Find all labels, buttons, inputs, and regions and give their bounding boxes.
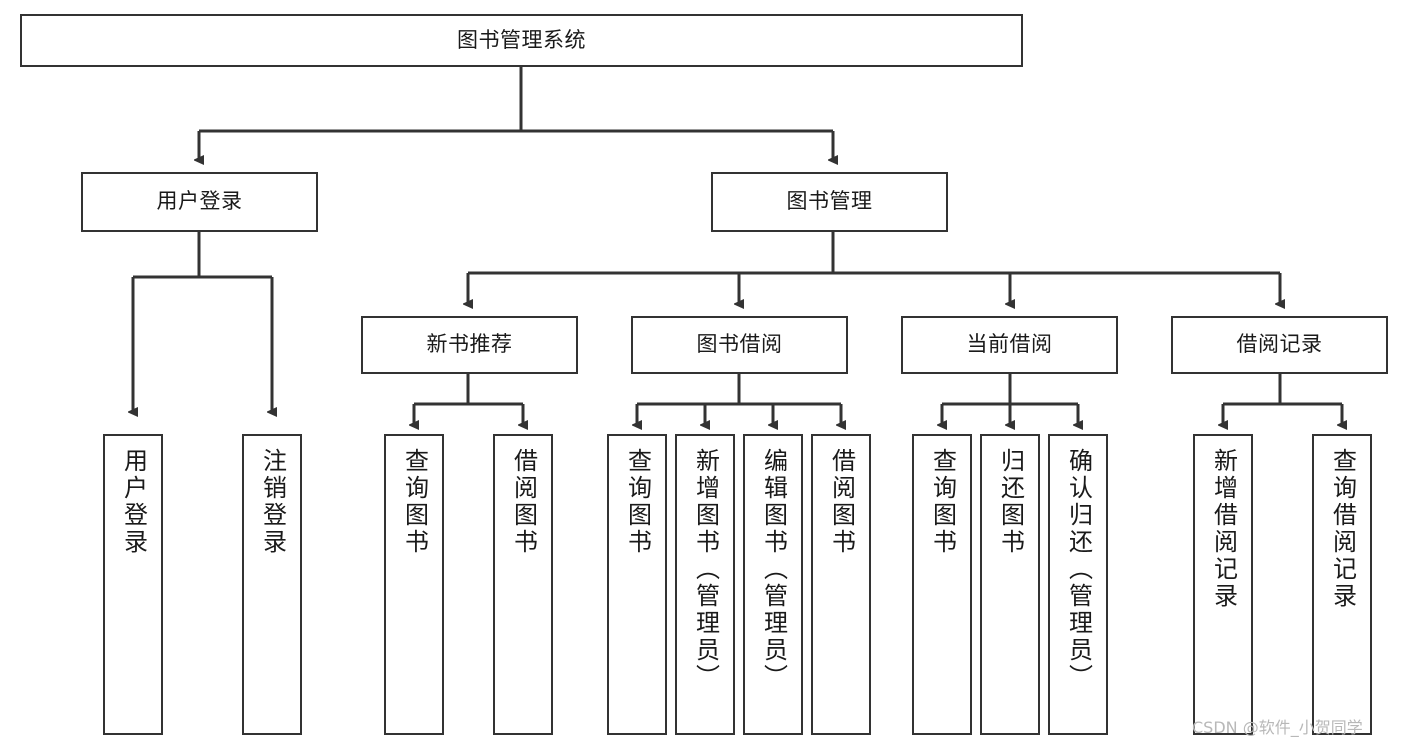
node-leaf-add-record[interactable]: 新增借阅记录: [1193, 434, 1253, 735]
node-current-borrow[interactable]: 当前借阅: [901, 316, 1118, 374]
node-root-label: 图书管理系统: [457, 27, 586, 52]
node-leaf-query-book-b-label: 查询图书: [623, 448, 652, 556]
node-user-login-label: 用户登录: [156, 189, 243, 214]
node-leaf-query-book-c[interactable]: 查询图书: [912, 434, 972, 735]
node-leaf-borrow-book-a-label: 借阅图书: [509, 448, 538, 556]
node-leaf-query-book-c-label: 查询图书: [928, 448, 957, 556]
node-leaf-add-book-label: 新增图书（管理员）: [691, 448, 720, 691]
node-leaf-query-book-a[interactable]: 查询图书: [384, 434, 444, 735]
node-new-book-recommend-label: 新书推荐: [426, 332, 513, 357]
node-new-book-recommend[interactable]: 新书推荐: [361, 316, 578, 374]
node-leaf-edit-book[interactable]: 编辑图书（管理员）: [743, 434, 803, 735]
node-leaf-logout[interactable]: 注销登录: [242, 434, 302, 735]
node-book-manage[interactable]: 图书管理: [711, 172, 948, 232]
node-leaf-query-record[interactable]: 查询借阅记录: [1312, 434, 1372, 735]
node-leaf-add-book[interactable]: 新增图书（管理员）: [675, 434, 735, 735]
node-borrow-records[interactable]: 借阅记录: [1171, 316, 1388, 374]
node-leaf-logout-label: 注销登录: [258, 448, 287, 556]
node-leaf-edit-book-label: 编辑图书（管理员）: [759, 448, 788, 691]
node-root[interactable]: 图书管理系统: [20, 14, 1023, 67]
node-leaf-user-login[interactable]: 用户登录: [103, 434, 163, 735]
node-book-borrow-label: 图书借阅: [696, 332, 783, 357]
node-user-login[interactable]: 用户登录: [81, 172, 318, 232]
node-leaf-query-book-a-label: 查询图书: [400, 448, 429, 556]
node-leaf-return-book-label: 归还图书: [996, 448, 1025, 556]
node-leaf-borrow-book-a[interactable]: 借阅图书: [493, 434, 553, 735]
node-leaf-add-record-label: 新增借阅记录: [1209, 448, 1238, 610]
node-current-borrow-label: 当前借阅: [966, 332, 1053, 357]
node-leaf-confirm-return-label: 确认归还（管理员）: [1064, 448, 1093, 691]
node-leaf-borrow-book-b-label: 借阅图书: [827, 448, 856, 556]
node-borrow-records-label: 借阅记录: [1236, 332, 1323, 357]
node-leaf-confirm-return[interactable]: 确认归还（管理员）: [1048, 434, 1108, 735]
node-leaf-user-login-label: 用户登录: [119, 448, 148, 556]
node-leaf-query-record-label: 查询借阅记录: [1328, 448, 1357, 610]
node-leaf-query-book-b[interactable]: 查询图书: [607, 434, 667, 735]
node-book-borrow[interactable]: 图书借阅: [631, 316, 848, 374]
node-leaf-borrow-book-b[interactable]: 借阅图书: [811, 434, 871, 735]
node-leaf-return-book[interactable]: 归还图书: [980, 434, 1040, 735]
node-book-manage-label: 图书管理: [786, 189, 873, 214]
